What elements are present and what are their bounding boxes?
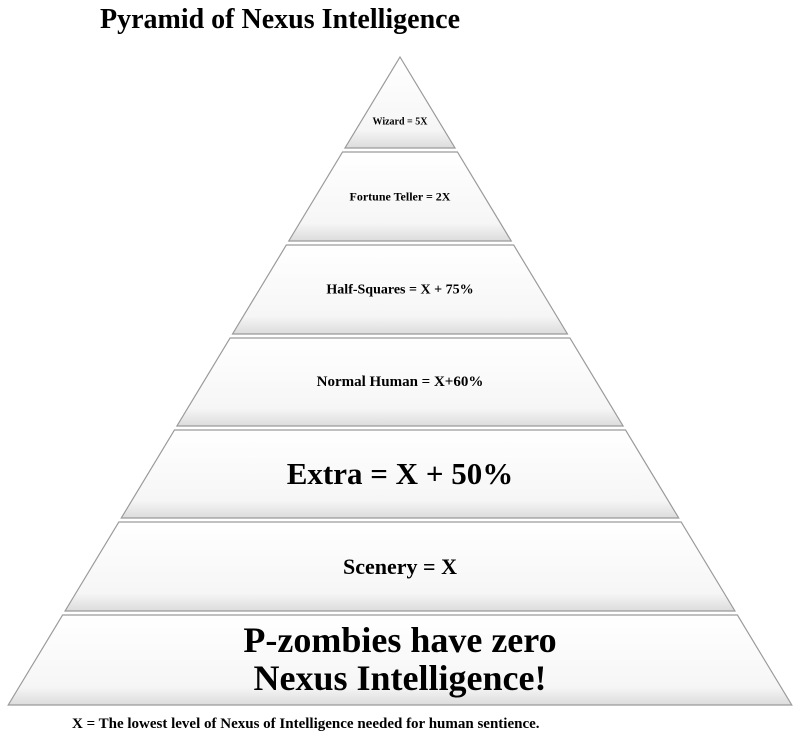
tier-label: P-zombies have zero Nexus Intelligence! — [243, 620, 557, 698]
tier-label: Normal Human = X+60% — [316, 373, 484, 390]
pyramid-tier-4 — [175, 337, 625, 427]
pyramid-tier-7 — [7, 614, 793, 706]
pyramid-tier-6 — [63, 521, 737, 612]
tier-label: Extra = X + 50% — [286, 455, 514, 491]
pyramid-tier-3 — [231, 244, 569, 335]
tier-label: Wizard = 5X — [372, 116, 428, 127]
pyramid-tier-2 — [287, 151, 513, 242]
tier-label: Fortune Teller = 2X — [349, 188, 451, 203]
tier-label: Scenery = X — [343, 553, 457, 579]
footnote: X = The lowest level of Nexus of Intelli… — [72, 716, 540, 732]
pyramid-tier-1 — [343, 55, 457, 149]
pyramid-tier-5 — [120, 429, 680, 519]
diagram-title: Pyramid of Nexus Intelligence — [99, 4, 461, 35]
tier-label: Half-Squares = X + 75% — [326, 281, 474, 297]
